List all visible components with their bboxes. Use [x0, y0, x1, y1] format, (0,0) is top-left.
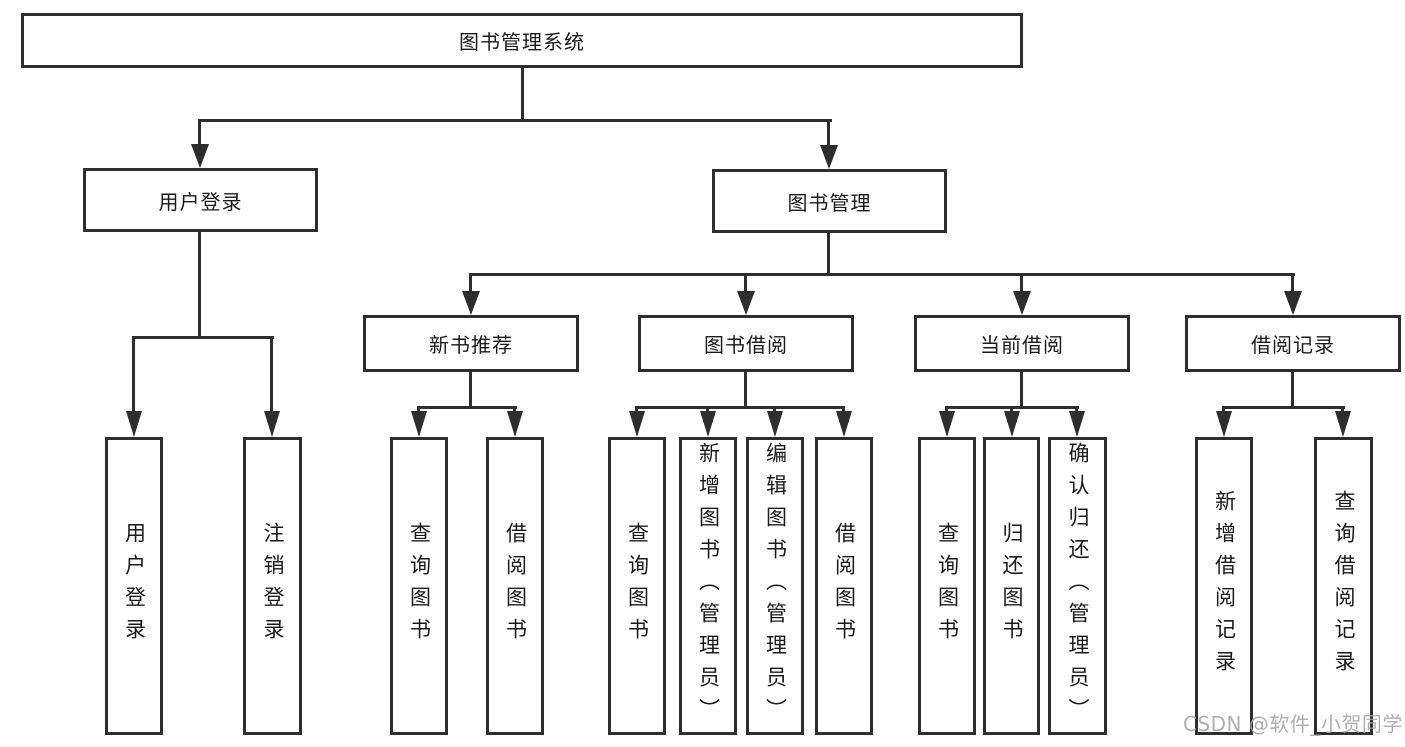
- leaf-record-add-borrow-record-label: 新增借阅记录: [1212, 490, 1237, 682]
- leaf-borrow-edit-book-admin-label: 编辑图书（管理员）: [763, 442, 788, 730]
- connector-line: [1222, 406, 1345, 409]
- node-current-borrow: 当前借阅: [914, 315, 1130, 372]
- connector-line: [1291, 276, 1294, 291]
- leaf-recommend-borrow-book: 借阅图书: [486, 437, 544, 735]
- leaf-borrow-add-book-admin: 新增图书（管理员）: [679, 437, 737, 735]
- connector-line: [198, 119, 832, 122]
- connector-line: [744, 372, 747, 406]
- arrow-down: [126, 411, 142, 437]
- connector-line: [469, 276, 472, 291]
- arrow-down: [836, 411, 852, 437]
- connector-line: [469, 372, 472, 406]
- leaf-current-confirm-return-admin: 确认归还（管理员）: [1048, 437, 1107, 735]
- arrow-down: [700, 411, 716, 437]
- watermark-text: CSDN @软件_小贺同学: [1183, 712, 1403, 736]
- node-user-login-label: 用户登录: [158, 189, 243, 214]
- arrow-down: [767, 411, 783, 437]
- node-current-borrow-label: 当前借阅: [980, 333, 1064, 357]
- leaf-borrow-edit-book-admin: 编辑图书（管理员）: [746, 437, 804, 735]
- leaf-recommend-query-book: 查询图书: [390, 437, 448, 735]
- connector-line: [1291, 372, 1294, 406]
- arrow-down: [264, 411, 280, 437]
- connector-line: [706, 406, 709, 413]
- connector-line: [469, 273, 1295, 276]
- node-borrow-records: 借阅记录: [1185, 315, 1401, 372]
- connector-line: [521, 68, 524, 119]
- leaf-borrow-add-book-admin-label: 新增图书（管理员）: [696, 442, 721, 730]
- leaf-recommend-query-book-label: 查询图书: [407, 522, 432, 650]
- node-book-borrow: 图书借阅: [638, 315, 854, 372]
- leaf-current-query-book-label: 查询图书: [935, 522, 960, 650]
- connector-line: [1222, 406, 1225, 413]
- arrow-down: [1013, 291, 1031, 315]
- arrow-down: [1284, 291, 1302, 315]
- node-new-book-recommend: 新书推荐: [363, 315, 579, 372]
- arrow-down: [191, 144, 209, 168]
- leaf-user-login: 用户登录: [105, 437, 163, 735]
- connector-line: [1020, 372, 1023, 406]
- leaf-current-confirm-return-admin-label: 确认归还（管理员）: [1066, 442, 1090, 730]
- leaf-borrow-borrow-book-label: 借阅图书: [832, 522, 857, 650]
- arrow-down: [737, 291, 755, 315]
- connector-line: [513, 406, 516, 413]
- arrow-down: [507, 411, 523, 437]
- connector-line: [635, 406, 845, 409]
- connector-line: [842, 406, 845, 413]
- leaf-logout-label: 注销登录: [261, 522, 285, 650]
- node-borrow-records-label: 借阅记录: [1251, 333, 1335, 357]
- leaf-logout: 注销登录: [243, 437, 302, 735]
- connector-line: [198, 122, 201, 144]
- leaf-borrow-borrow-book: 借阅图书: [815, 437, 873, 735]
- leaf-record-query-borrow-record-label: 查询借阅记录: [1332, 490, 1356, 682]
- connector-line: [827, 122, 830, 145]
- arrow-down: [820, 145, 838, 169]
- connector-line: [417, 406, 517, 409]
- connector-line: [132, 336, 274, 339]
- arrow-down: [462, 291, 480, 315]
- connector-line: [773, 406, 776, 413]
- arrow-down: [629, 411, 645, 437]
- node-book-management-system: 图书管理系统: [21, 13, 1023, 68]
- connector-line: [132, 339, 135, 411]
- node-book-borrow-label: 图书借阅: [704, 333, 788, 357]
- connector-line: [198, 232, 201, 336]
- arrow-down: [1216, 411, 1232, 437]
- leaf-current-return-book: 归还图书: [983, 437, 1040, 735]
- leaf-record-add-borrow-record: 新增借阅记录: [1195, 437, 1253, 735]
- node-new-book-recommend-label: 新书推荐: [429, 333, 513, 357]
- connector-line: [417, 406, 420, 413]
- arrow-down: [939, 411, 955, 437]
- connector-line: [1020, 276, 1023, 291]
- node-book-management-label: 图书管理: [787, 190, 872, 215]
- arrow-down: [411, 411, 427, 437]
- arrow-down: [1004, 411, 1020, 437]
- arrow-down: [1069, 411, 1085, 437]
- arrow-down: [1335, 411, 1351, 437]
- leaf-current-query-book: 查询图书: [918, 437, 976, 735]
- node-book-management: 图书管理: [712, 169, 947, 233]
- leaf-borrow-query-book-label: 查询图书: [625, 522, 650, 650]
- leaf-record-query-borrow-record: 查询借阅记录: [1314, 437, 1373, 735]
- connector-line: [1010, 406, 1013, 413]
- connector-line: [1075, 406, 1078, 413]
- connector-line: [1341, 406, 1344, 413]
- node-user-login: 用户登录: [83, 168, 318, 232]
- leaf-user-login-label: 用户登录: [122, 522, 147, 650]
- connector-line: [827, 233, 830, 273]
- connector-line: [635, 406, 638, 413]
- leaf-borrow-query-book: 查询图书: [608, 437, 666, 735]
- node-book-management-system-label: 图书管理系统: [459, 30, 585, 54]
- leaf-current-return-book-label: 归还图书: [1000, 522, 1024, 650]
- connector-line: [744, 276, 747, 291]
- connector-line: [270, 339, 273, 411]
- leaf-recommend-borrow-book-label: 借阅图书: [503, 522, 528, 650]
- connector-line: [945, 406, 948, 413]
